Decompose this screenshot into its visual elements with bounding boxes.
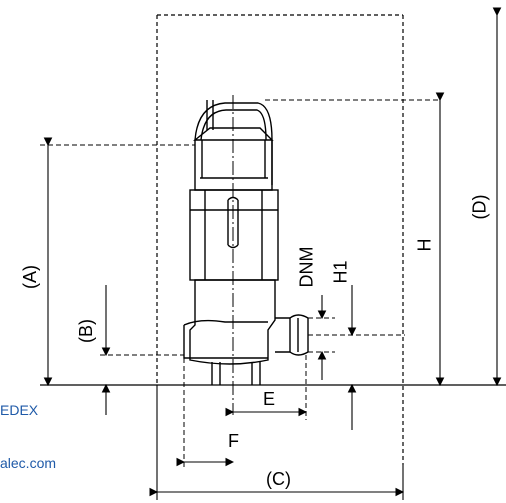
dimension-label-d: (D) bbox=[469, 194, 490, 220]
dimension-label-b: (B) bbox=[76, 319, 96, 343]
pump-body bbox=[183, 100, 309, 385]
installation-envelope bbox=[156, 14, 404, 465]
dimension-label-c: (C) bbox=[266, 469, 291, 489]
dimension-label-f: F bbox=[228, 431, 239, 451]
dimension-label-a: (A) bbox=[20, 265, 40, 289]
dimension-label-h: H bbox=[414, 238, 435, 252]
dimension-lines bbox=[43, 7, 502, 500]
cropped-text-bottom: alec.com bbox=[0, 455, 57, 471]
cropped-text-top: EDEX bbox=[0, 402, 39, 418]
dimension-label-e: E bbox=[263, 389, 276, 409]
dimension-label-dnm: DNM bbox=[296, 246, 317, 288]
dimension-label-h1: H1 bbox=[330, 260, 351, 284]
extension-lines bbox=[40, 99, 440, 470]
